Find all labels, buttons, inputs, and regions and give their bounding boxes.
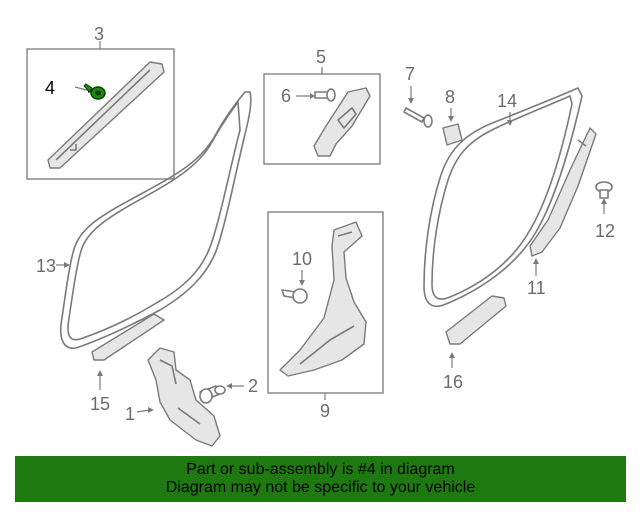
callout-8[interactable]: 8 <box>445 87 455 107</box>
rear-pillar-trim-11[interactable] <box>529 127 597 257</box>
upper-trim-strip[interactable] <box>47 61 165 169</box>
callout-14[interactable]: 14 <box>497 91 517 111</box>
weatherstrip-14[interactable] <box>423 87 583 308</box>
callout-4[interactable]: 4 <box>45 78 55 98</box>
callout-9[interactable]: 9 <box>320 401 330 421</box>
callout-13[interactable]: 13 <box>36 256 56 276</box>
bolt-10-icon[interactable] <box>281 288 308 304</box>
clip-12-icon[interactable] <box>595 181 613 199</box>
kick-panel-1[interactable] <box>147 347 221 447</box>
weatherstrip-13[interactable] <box>60 91 252 349</box>
callout-7[interactable]: 7 <box>405 64 415 84</box>
bolt-4-icon[interactable] <box>74 83 106 100</box>
callout-5[interactable]: 5 <box>316 47 326 67</box>
callout-10[interactable]: 10 <box>292 249 312 269</box>
callout-2[interactable]: 2 <box>248 376 258 396</box>
banner-line-1: Part or sub-assembly is #4 in diagram <box>186 461 455 478</box>
callout-15[interactable]: 15 <box>90 394 110 414</box>
diagram-notice-banner: Part or sub-assembly is #4 in diagram Di… <box>15 456 626 502</box>
scuff-plate-15[interactable] <box>91 313 165 361</box>
center-pillar-trim-9[interactable] <box>279 221 367 377</box>
pillar-trim-5[interactable] <box>313 87 371 157</box>
callout-16[interactable]: 16 <box>443 372 463 392</box>
screw-7-icon[interactable] <box>403 107 433 128</box>
bolt-2-icon[interactable] <box>199 385 226 404</box>
clip-8-icon[interactable] <box>442 123 463 146</box>
callout-3[interactable]: 3 <box>94 24 104 44</box>
scuff-plate-16[interactable] <box>445 295 507 345</box>
callout-6[interactable]: 6 <box>281 86 291 106</box>
banner-line-2: Diagram may not be specific to your vehi… <box>165 479 476 496</box>
callout-12[interactable]: 12 <box>595 221 615 241</box>
screw-6-icon[interactable] <box>314 88 336 102</box>
callout-1[interactable]: 1 <box>125 404 135 424</box>
callout-11[interactable]: 11 <box>527 278 546 298</box>
